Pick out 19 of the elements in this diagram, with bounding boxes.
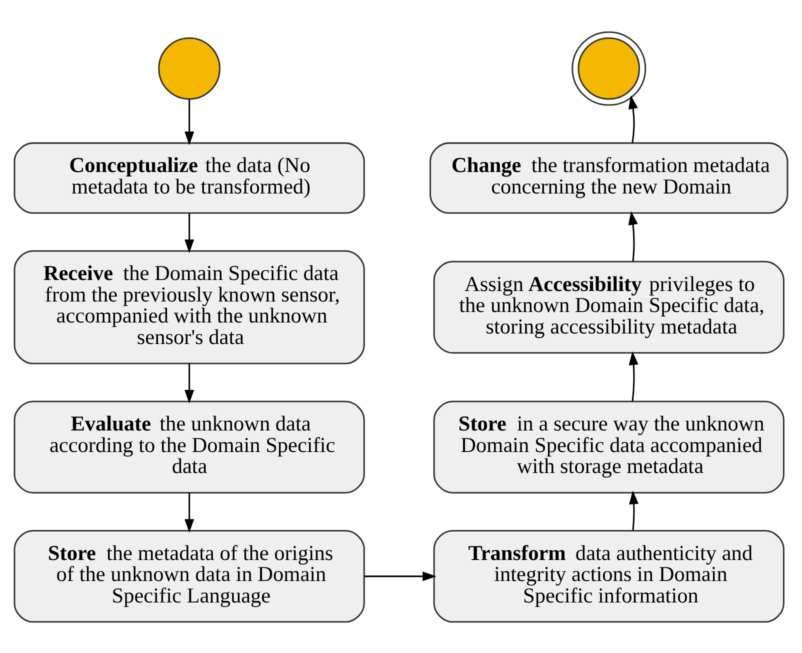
arrow bbox=[628, 210, 638, 261]
node-box: Receive the Domain Specific data from the previously known sensor, accompanied with the unknown sensor's data bbox=[14, 250, 365, 364]
node-box: Conceptualize the data (No metadata to be transformed) bbox=[14, 142, 365, 214]
arrow bbox=[184, 98, 194, 145]
arrow bbox=[629, 490, 639, 530]
arrow bbox=[364, 571, 436, 581]
arrow bbox=[628, 94, 638, 142]
node-doublecircle bbox=[572, 30, 646, 106]
arrow bbox=[184, 212, 194, 253]
arrow bbox=[184, 363, 194, 404]
arrow bbox=[184, 492, 194, 532]
node-box: Assign Accessibility privileges to the unknown Domain Specific data, storing accessibility metadata bbox=[433, 260, 784, 354]
node-circle bbox=[158, 36, 220, 100]
node-box: Store in a secure way the unknown Domain Specific data accompanied with storage metadata bbox=[433, 400, 784, 493]
node-box: Change the transformation metadata concerning the new Domain bbox=[430, 142, 788, 214]
arrow bbox=[628, 350, 638, 401]
node-box: Store the metadata of the origins of the unknown data in Domain Specific Language bbox=[14, 529, 365, 622]
node-box: Transform data authenticity and integrity actions in Domain Specific information bbox=[433, 529, 784, 622]
node-box: Evaluate the unknown data according to the Domain Specific data bbox=[14, 400, 365, 493]
